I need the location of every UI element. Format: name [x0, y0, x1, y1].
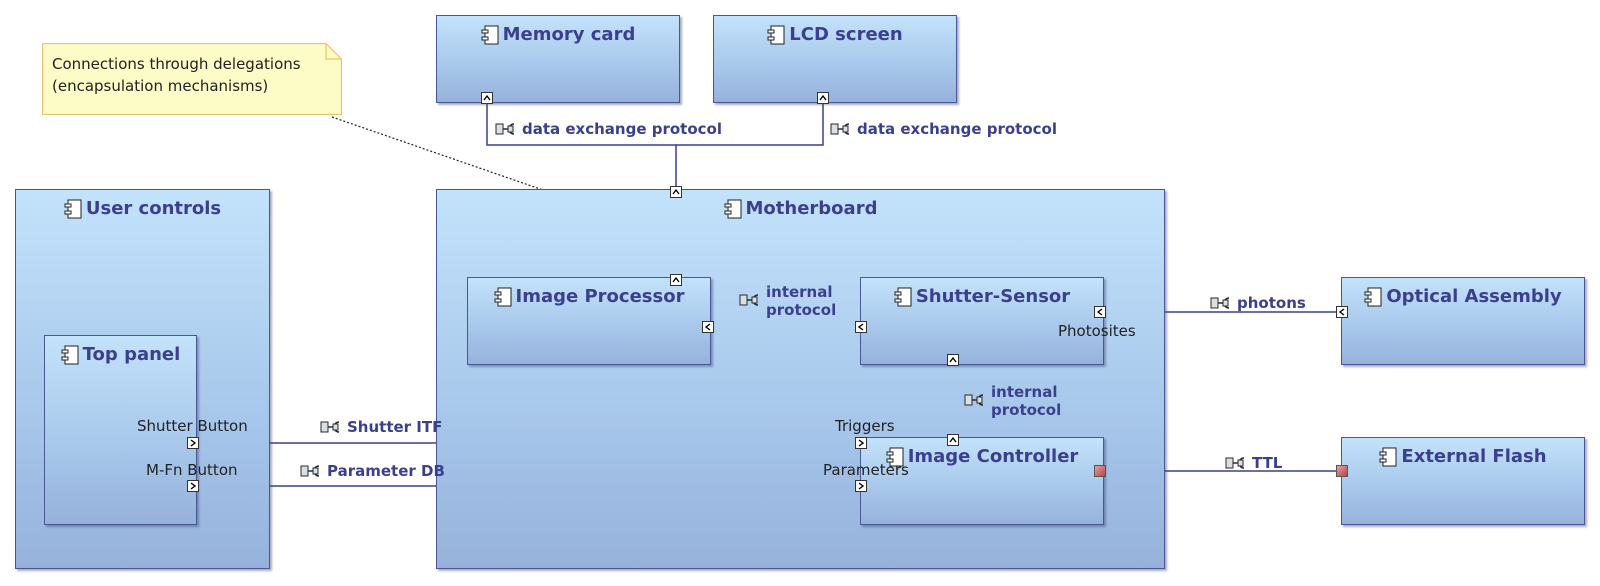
component-icon [894, 287, 912, 306]
memory-card-link [486, 102, 677, 188]
interface-icon [1225, 457, 1245, 469]
shutter-sensor-title: Shutter-Sensor [915, 286, 1071, 307]
optical-assembly-title: Optical Assembly [1386, 286, 1562, 307]
lcd-screen-port[interactable] [817, 92, 829, 104]
image-controller-triggers-port[interactable] [855, 437, 867, 449]
motherboard-top-port[interactable] [670, 186, 682, 198]
motherboard-title: Motherboard [745, 198, 878, 219]
internal-protocol-connector-1[interactable]: internal protocol [739, 283, 836, 319]
image-controller-title: Image Controller [907, 446, 1079, 467]
component-icon [724, 199, 742, 218]
component-icon [1364, 287, 1382, 306]
interface-icon [300, 465, 320, 477]
photons-label: photons [1237, 294, 1306, 312]
lcd-screen-link [676, 102, 824, 146]
data-exchange-label-1: data exchange protocol [522, 120, 722, 138]
photosites-label: Photosites [1058, 322, 1136, 340]
ttl-label: TTL [1252, 454, 1283, 472]
data-exchange-label-2: data exchange protocol [857, 120, 1057, 138]
optical-assembly-port[interactable] [1336, 306, 1348, 318]
component-icon [1379, 447, 1397, 466]
shutter-button-label: Shutter Button [137, 417, 248, 435]
image-processor-right-port[interactable] [702, 321, 714, 333]
interface-icon [739, 294, 759, 306]
photons-connector[interactable]: photons [1210, 294, 1306, 312]
note-anchor-line [331, 116, 677, 237]
external-flash-component[interactable]: External Flash [1341, 437, 1585, 525]
internal-protocol-connector-2[interactable]: internal protocol [964, 383, 1061, 419]
lcd-screen-component[interactable]: LCD screen [713, 15, 957, 103]
component-icon [481, 25, 499, 44]
parameter-db-connector[interactable]: Parameter DB [300, 462, 445, 480]
triggers-label: Triggers [835, 417, 895, 435]
shutter-sensor-bottom-port[interactable] [947, 354, 959, 366]
ttl-connector[interactable]: TTL [1225, 454, 1282, 472]
note-line-1: Connections through delegations [52, 55, 301, 73]
memory-card-port[interactable] [481, 92, 493, 104]
image-controller-top-port[interactable] [947, 434, 959, 446]
shutter-itf-label: Shutter ITF [347, 418, 443, 436]
component-icon [767, 25, 785, 44]
internal-protocol-1-line-2: protocol [766, 301, 837, 319]
note: Connections through delegations (encapsu… [42, 43, 342, 115]
top-panel-shutter-button-port[interactable] [187, 437, 199, 449]
shutter-sensor-photosites-port[interactable] [1094, 306, 1106, 318]
component-icon [64, 199, 82, 218]
memory-card-title: Memory card [502, 24, 636, 45]
external-flash-title: External Flash [1401, 446, 1547, 467]
mfn-button-label: M-Fn Button [146, 461, 238, 479]
interface-icon [495, 123, 515, 135]
data-exchange-connector-1[interactable]: data exchange protocol [495, 120, 722, 138]
component-icon [886, 447, 904, 466]
user-controls-title: User controls [85, 198, 222, 219]
shutter-sensor-left-port[interactable] [855, 321, 867, 333]
external-flash-port[interactable] [1336, 465, 1348, 477]
component-icon [494, 287, 512, 306]
shutter-sensor-component[interactable]: Shutter-Sensor [860, 277, 1104, 365]
image-processor-component[interactable]: Image Processor [467, 277, 711, 365]
data-exchange-connector-2[interactable]: data exchange protocol [830, 120, 1057, 138]
image-controller-ttl-port[interactable] [1094, 465, 1106, 477]
image-controller-parameters-port[interactable] [855, 480, 867, 492]
internal-protocol-2-line-1: internal [991, 383, 1058, 401]
image-controller-component[interactable]: Image Controller [860, 437, 1104, 525]
top-panel-mfn-button-port[interactable] [187, 480, 199, 492]
interface-icon [1210, 297, 1230, 309]
component-icon [61, 345, 79, 364]
parameters-label: Parameters [823, 461, 909, 479]
image-processor-top-port[interactable] [670, 274, 682, 286]
shutter-itf-connector[interactable]: Shutter ITF [320, 418, 442, 436]
image-processor-title: Image Processor [515, 286, 685, 307]
internal-protocol-1-line-1: internal [766, 283, 833, 301]
optical-assembly-component[interactable]: Optical Assembly [1341, 277, 1585, 365]
top-panel-component[interactable]: Top panel [44, 335, 197, 525]
internal-protocol-2-line-2: protocol [991, 401, 1062, 419]
note-line-2: (encapsulation mechanisms) [52, 77, 269, 95]
interface-icon [830, 123, 850, 135]
interface-icon [320, 421, 340, 433]
interface-icon [964, 394, 984, 406]
parameter-db-label: Parameter DB [327, 462, 445, 480]
memory-card-component[interactable]: Memory card [436, 15, 680, 103]
lcd-screen-title: LCD screen [789, 24, 903, 45]
top-panel-title: Top panel [82, 344, 181, 365]
